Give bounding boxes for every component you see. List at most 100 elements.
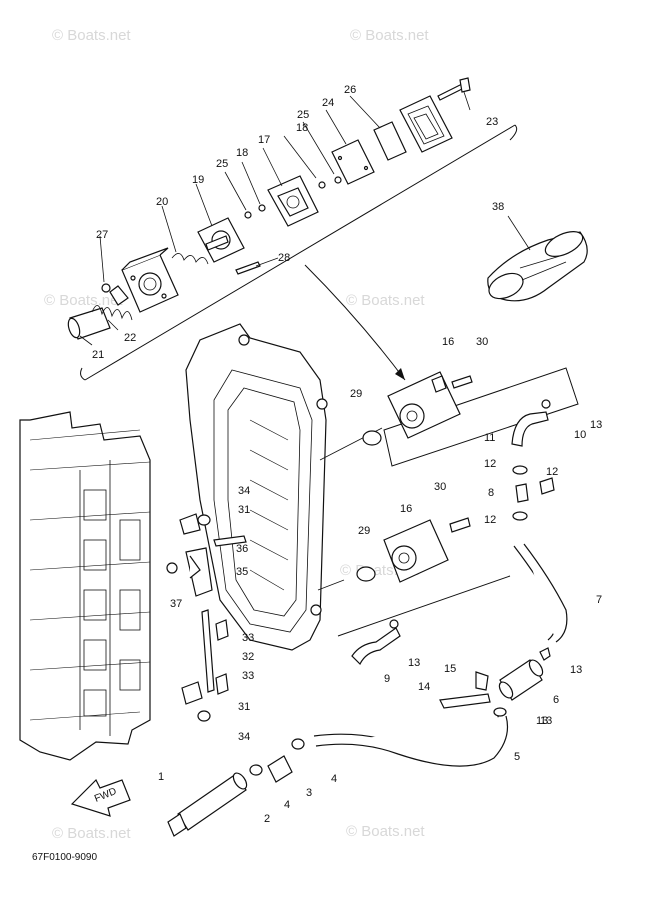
callout-38: 38	[492, 201, 504, 213]
plunger-part	[67, 307, 111, 340]
callout-12: 12	[484, 514, 496, 526]
callout-13: 13	[540, 715, 552, 727]
callout-13: 13	[408, 657, 420, 669]
o-ring-29b	[356, 566, 376, 582]
callout-4: 4	[284, 799, 290, 811]
callout-17: 17	[258, 134, 270, 146]
callout-24: 24	[322, 97, 334, 109]
callout-28: 28	[278, 252, 290, 264]
diaphragm-assembly	[197, 217, 245, 263]
elbow-joint	[511, 399, 551, 447]
fwd-arrow-icon: FWD	[70, 778, 131, 817]
callout-1: 1	[158, 771, 164, 783]
callout-13: 13	[590, 419, 602, 431]
fuel-pump-upper	[387, 371, 473, 439]
clip-13-lower	[389, 619, 399, 629]
callout-35: 35	[236, 566, 248, 578]
callout-20: 20	[156, 196, 168, 208]
callout-26: 26	[344, 84, 356, 96]
fuel-pump-lower	[383, 517, 471, 583]
callout-34: 34	[238, 485, 250, 497]
callout-36: 36	[236, 543, 248, 555]
clip-12a	[512, 465, 528, 475]
callout-6: 6	[553, 694, 559, 706]
callout-15: 15	[444, 663, 456, 675]
callout-layer: 1234456789101112121213131313131415161617…	[92, 84, 602, 825]
callout-32: 32	[242, 651, 254, 663]
callout-23: 23	[486, 116, 498, 128]
callout-33: 33	[242, 632, 254, 644]
screw-25b	[334, 176, 342, 184]
pump-cover	[267, 175, 319, 227]
callout-16: 16	[442, 336, 454, 348]
callout-8: 8	[488, 487, 494, 499]
callout-22: 22	[124, 332, 136, 344]
callout-9: 9	[384, 673, 390, 685]
callout-18: 18	[296, 122, 308, 134]
callout-12: 12	[484, 458, 496, 470]
engine-block	[19, 411, 151, 761]
washer-27	[101, 283, 111, 293]
o-ring-29a	[362, 430, 382, 446]
gasket-plate-24	[331, 139, 375, 185]
callout-25: 25	[297, 109, 309, 121]
check-valve-18b	[318, 181, 326, 189]
watermark-text: © Boats.net	[44, 292, 123, 309]
elbow-9	[351, 627, 401, 666]
callout-25: 25	[216, 158, 228, 170]
callout-29: 29	[358, 525, 370, 537]
joint-3	[267, 755, 293, 783]
callout-30: 30	[476, 336, 488, 348]
inset-pointer-arrow	[304, 264, 406, 381]
callout-2: 2	[264, 813, 270, 825]
fitting-1	[167, 813, 187, 837]
upper-pump-frame	[383, 367, 579, 467]
pin-28	[235, 261, 261, 275]
watermark-text: © Boats.net	[52, 27, 131, 44]
callout-34: 34	[238, 731, 250, 743]
fuel-pump-inset	[67, 77, 518, 381]
callout-31: 31	[238, 701, 250, 713]
callout-3: 3	[306, 787, 312, 799]
callout-33: 33	[242, 670, 254, 682]
intake-boot-38	[487, 215, 588, 302]
bolt-15	[475, 671, 489, 691]
callout-10: 10	[574, 429, 586, 441]
bolt-23	[437, 83, 465, 101]
check-valve-18a	[258, 204, 266, 212]
callout-14: 14	[418, 681, 430, 693]
joint-8	[515, 483, 529, 503]
clip-4b	[249, 764, 263, 776]
callout-13: 13	[536, 715, 548, 727]
cylinder-head-cover	[185, 323, 383, 651]
diagram-code: 67F0100-9090	[32, 852, 97, 863]
lower-pump-frame	[337, 575, 511, 637]
gasket-26	[373, 121, 407, 161]
callout-7: 7	[596, 594, 602, 606]
strap-14	[439, 693, 491, 709]
spring-22	[91, 305, 133, 321]
left-fittings	[166, 513, 247, 722]
clip-13-hose	[493, 707, 507, 717]
spring-20	[171, 253, 209, 265]
callout-30: 30	[434, 481, 446, 493]
watermark-text: © Boats.net	[52, 825, 131, 842]
callout-18: 18	[236, 147, 248, 159]
callout-21: 21	[92, 349, 104, 361]
watermark-text: © Boats.net	[350, 27, 429, 44]
screw-25a	[244, 211, 252, 219]
clip-12c	[539, 477, 555, 495]
callout-37: 37	[170, 598, 182, 610]
callout-19: 19	[192, 174, 204, 186]
clip-4a	[291, 738, 305, 750]
fuel-filter	[498, 647, 551, 701]
clip-12b	[512, 511, 528, 521]
callout-11: 11	[484, 432, 495, 444]
top-cover	[399, 95, 453, 153]
callout-12: 12	[546, 466, 558, 478]
callout-16: 16	[400, 503, 412, 515]
pump-body-block	[109, 247, 179, 313]
callout-4: 4	[331, 773, 337, 785]
